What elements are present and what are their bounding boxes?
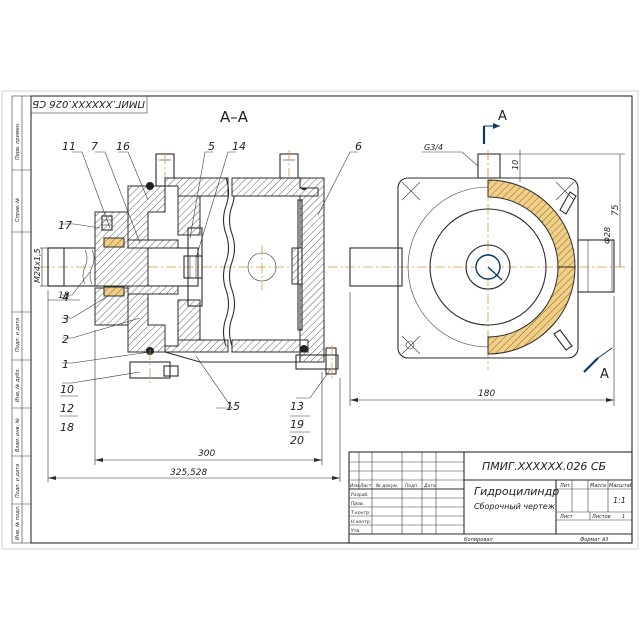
tb-sheet-label: Лист — [559, 514, 574, 520]
tb-row-razrab: Разраб. — [351, 492, 369, 498]
strip-cell-1: Перв. примен. — [15, 122, 21, 160]
callout-10: 10 — [60, 383, 74, 396]
section-mark-bottom: А — [600, 367, 609, 382]
callout-5: 5 — [208, 140, 215, 153]
tb-row-utv: Утв. — [351, 528, 360, 534]
tb-row-nkontr: Н.контр. — [351, 519, 371, 525]
callout-17: 17 — [58, 219, 72, 232]
side-dimensions: G3/4 10 Ф28 75 180 — [349, 143, 625, 406]
callout-1: 1 — [62, 358, 69, 371]
section-mark-top: А — [498, 109, 507, 124]
tb-copied: Копировал — [464, 537, 493, 543]
tb-sheets-value: 1 — [622, 514, 625, 520]
callout-15: 15 — [226, 400, 240, 413]
tb-col-doc: № докум. — [375, 483, 398, 489]
callout-6: 6 — [355, 140, 362, 153]
tb-col-date: Дата — [423, 483, 436, 489]
callout-16: 16 — [116, 140, 130, 153]
tb-sheets-label: Листов — [591, 514, 611, 520]
strip-cell-4: Инв. № дубл. — [15, 368, 21, 402]
title-block: ПМИГ.XXXXXX.026 СБ Гидроцилиндр Сборочны… — [348, 451, 633, 544]
tb-hdr-lit: Лит. — [559, 483, 572, 489]
callout-12: 12 — [60, 402, 74, 415]
strip-cell-7: Инв. № подл. — [15, 506, 21, 541]
tb-row-tkontr: Т.контр. — [351, 510, 371, 516]
callout-2: 2 — [62, 333, 69, 346]
dim-10: 10 — [511, 160, 520, 170]
dim-pipe: G3/4 — [424, 143, 443, 152]
callout-11: 11 — [62, 140, 76, 153]
rotated-designation: ПМИГ.XXXXXX.026 СБ — [30, 95, 148, 114]
callout-4: 4 — [62, 291, 69, 304]
tb-doc-type: Сборочный чертеж — [474, 502, 556, 511]
dim-75: 75 — [611, 204, 621, 216]
callouts: 11 7 16 5 14 6 17 4 3 2 1 10 12 18 15 13… — [58, 140, 362, 447]
dim-180: 180 — [478, 389, 495, 399]
tb-code: ПМИГ.XXXXXX.026 СБ — [482, 460, 606, 473]
strip-cell-6: Подп. и дата — [15, 464, 21, 498]
strip-cell-2: Справ. № — [15, 198, 21, 222]
sheet-outer-border — [1, 90, 639, 550]
callout-13: 13 — [290, 400, 304, 413]
left-strip: Перв. примен. Справ. № Подп. и дата Инв.… — [11, 95, 32, 544]
dim-thread: M24x1,5 — [33, 248, 42, 283]
section-title: А–А — [220, 108, 249, 126]
callout-20: 20 — [290, 434, 304, 447]
callout-3: 3 — [62, 313, 69, 326]
callout-7: 7 — [91, 140, 98, 153]
dim-18: 18 — [58, 291, 70, 301]
tb-col-sign: Подп. — [405, 483, 419, 489]
callout-18: 18 — [60, 421, 74, 434]
svg-text:ПМИГ.XXXXXX.026 СБ: ПМИГ.XXXXXX.026 СБ — [32, 98, 145, 109]
dim-300: 300 — [198, 449, 215, 459]
tb-format: Формат — [580, 537, 601, 543]
tb-col-izm: Изм. — [350, 483, 361, 489]
section-view — [40, 150, 345, 385]
section-marks: А А — [482, 109, 613, 382]
tb-row-prov: Пров. — [351, 501, 364, 507]
callout-19: 19 — [290, 418, 304, 431]
side-view — [345, 150, 628, 370]
section-dimensions: M24x1,5 18 300 325,528 — [33, 247, 341, 482]
tb-hdr-scale: Масштаб — [609, 483, 633, 489]
strip-cell-5: Взам. инв. № — [15, 418, 21, 452]
dim-325: 325,528 — [170, 468, 207, 478]
tb-col-list: Лист — [359, 483, 372, 489]
callout-14: 14 — [232, 140, 246, 153]
strip-cell-3: Подп. и дата — [15, 318, 21, 352]
tb-format-value: А3 — [601, 537, 609, 543]
tb-hdr-mass: Масса — [590, 483, 606, 489]
tb-name: Гидроцилиндр — [474, 485, 559, 498]
dim-28: Ф28 — [603, 227, 612, 244]
tb-scale-value: 1:1 — [613, 496, 626, 505]
